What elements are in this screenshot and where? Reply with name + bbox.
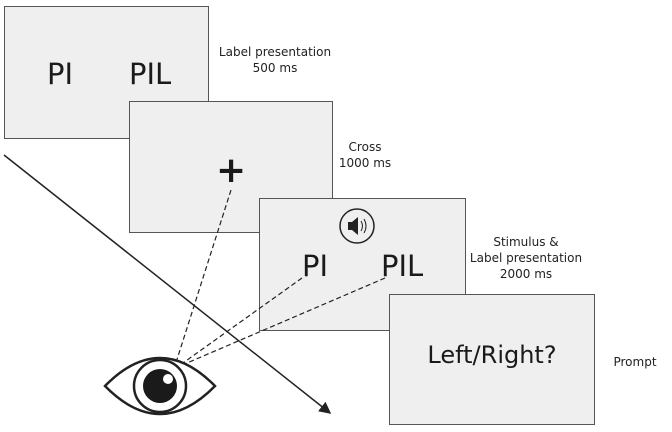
gaze-line-right-label — [179, 277, 386, 367]
caption-stimulus: Stimulus & Label presentation 2000 ms — [466, 234, 586, 282]
eye-icon — [103, 356, 217, 416]
right-label: PIL — [381, 249, 424, 283]
caption-line: 500 ms — [252, 61, 298, 75]
left-label: PI — [302, 249, 329, 283]
speaker-icon — [339, 208, 375, 244]
caption-line: 2000 ms — [499, 267, 553, 281]
caption-line: Cross — [348, 140, 382, 154]
caption-cross: Cross 1000 ms — [335, 139, 395, 171]
fixation-cross: + — [216, 150, 247, 191]
caption-label-presentation: Label presentation 500 ms — [215, 44, 335, 76]
gaze-line-left-label — [175, 277, 303, 369]
left-label: PI — [47, 57, 74, 91]
screen-prompt: Left/Right? — [389, 294, 595, 425]
caption-prompt: Prompt — [605, 354, 665, 370]
caption-line: Label presentation — [218, 45, 332, 59]
prompt-text: Left/Right? — [427, 341, 557, 369]
caption-line: Stimulus & — [493, 235, 559, 249]
gaze-line-cross — [172, 189, 232, 373]
caption-line: Label presentation — [469, 251, 583, 265]
caption-line: 1000 ms — [338, 156, 392, 170]
caption-line: Prompt — [613, 355, 657, 369]
right-label: PIL — [129, 57, 172, 91]
time-arrow — [3, 154, 332, 414]
